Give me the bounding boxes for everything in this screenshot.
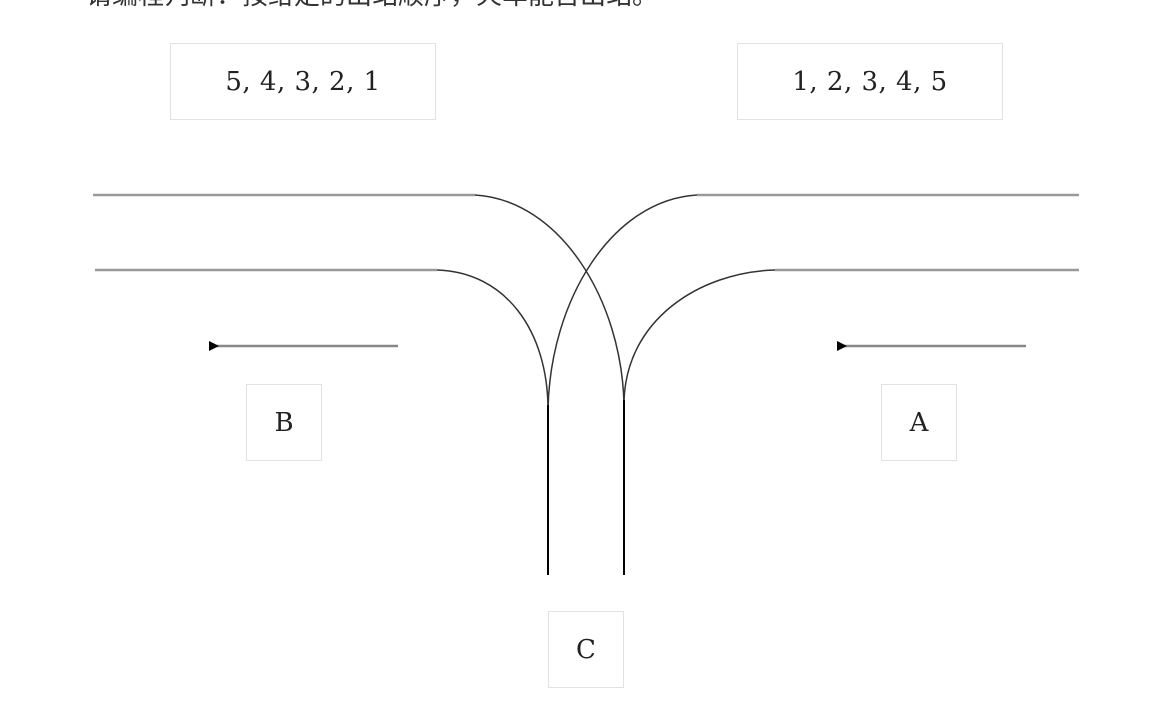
b-label: B (274, 407, 294, 438)
c-label-box: C (548, 611, 624, 688)
curve-right-upper-to-left-spur (547, 194, 698, 411)
b-side-sequence-box: 5, 4, 3, 2, 1 (170, 43, 436, 120)
curve-left-upper-to-right-spur (474, 194, 625, 406)
c-label: C (576, 634, 596, 665)
a-side-sequence-label: 1, 2, 3, 4, 5 (792, 66, 948, 97)
b-label-box: B (246, 384, 322, 461)
a-label-box: A (881, 384, 957, 461)
curve-right-lower-to-right-spur (623, 269, 776, 406)
b-side-sequence-label: 5, 4, 3, 2, 1 (225, 66, 381, 97)
intro-text: 请编程判断：按给定的出站顺序，火车能否出站。 (86, 0, 658, 14)
a-label: A (909, 407, 929, 438)
curve-left-lower-to-left-spur (436, 269, 549, 411)
a-side-sequence-box: 1, 2, 3, 4, 5 (737, 43, 1003, 120)
